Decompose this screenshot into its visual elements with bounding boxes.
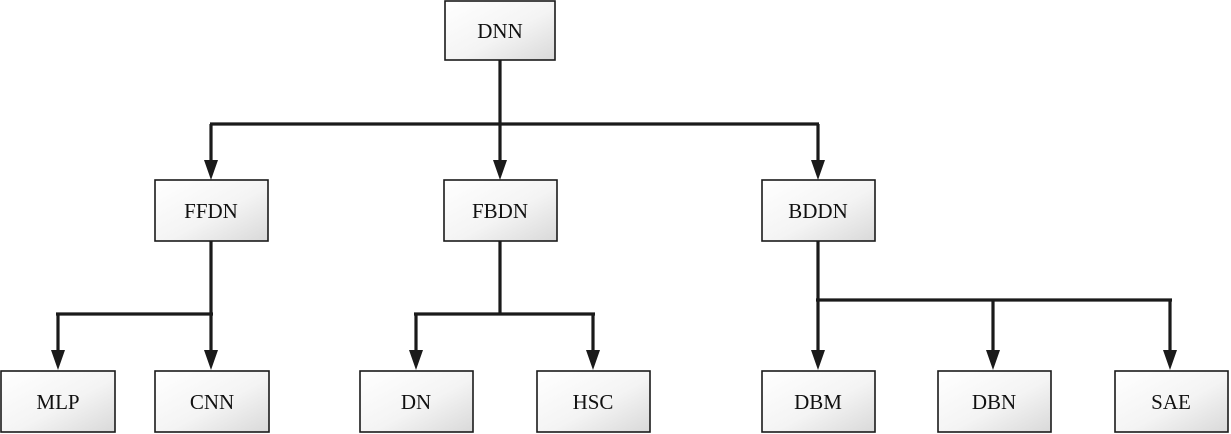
node-mlp-label: MLP (36, 390, 79, 414)
arrow-to-sae (1163, 350, 1177, 370)
node-sae-label: SAE (1151, 390, 1191, 414)
node-cnn-label: CNN (190, 390, 234, 414)
node-ffdn: FFDN (154, 179, 269, 242)
node-dn-label: DN (401, 390, 431, 414)
node-dbm-label: DBM (794, 390, 842, 414)
node-dbm: DBM (761, 370, 876, 433)
node-mlp: MLP (0, 370, 116, 433)
node-fbdn-label: FBDN (472, 199, 528, 223)
node-dn: DN (359, 370, 474, 433)
arrow-to-dbm (811, 350, 825, 370)
node-hsc-label: HSC (573, 390, 614, 414)
connector-bddn-children (811, 241, 1177, 370)
node-bddn-label: BDDN (788, 199, 848, 223)
arrow-to-bddn (811, 160, 825, 180)
arrow-to-dbn (986, 350, 1000, 370)
arrow-to-ffdn (204, 160, 218, 180)
arrow-to-mlp (51, 350, 65, 370)
node-dnn-label: DNN (477, 19, 523, 43)
connector-dnn-children (204, 60, 825, 180)
node-sae: SAE (1114, 370, 1229, 433)
arrow-to-cnn (204, 350, 218, 370)
connector-ffdn-children (51, 241, 218, 370)
arrow-to-fbdn (493, 160, 507, 180)
node-cnn: CNN (154, 370, 270, 433)
arrow-to-dn (409, 350, 423, 370)
connector-fbdn-children (409, 241, 600, 370)
arrow-to-hsc (586, 350, 600, 370)
node-dbn-label: DBN (972, 390, 1016, 414)
node-fbdn: FBDN (443, 179, 558, 242)
node-ffdn-label: FFDN (184, 199, 238, 223)
node-dnn: DNN (444, 0, 556, 61)
node-dbn: DBN (937, 370, 1052, 433)
node-bddn: BDDN (761, 179, 876, 242)
node-hsc: HSC (536, 370, 651, 433)
